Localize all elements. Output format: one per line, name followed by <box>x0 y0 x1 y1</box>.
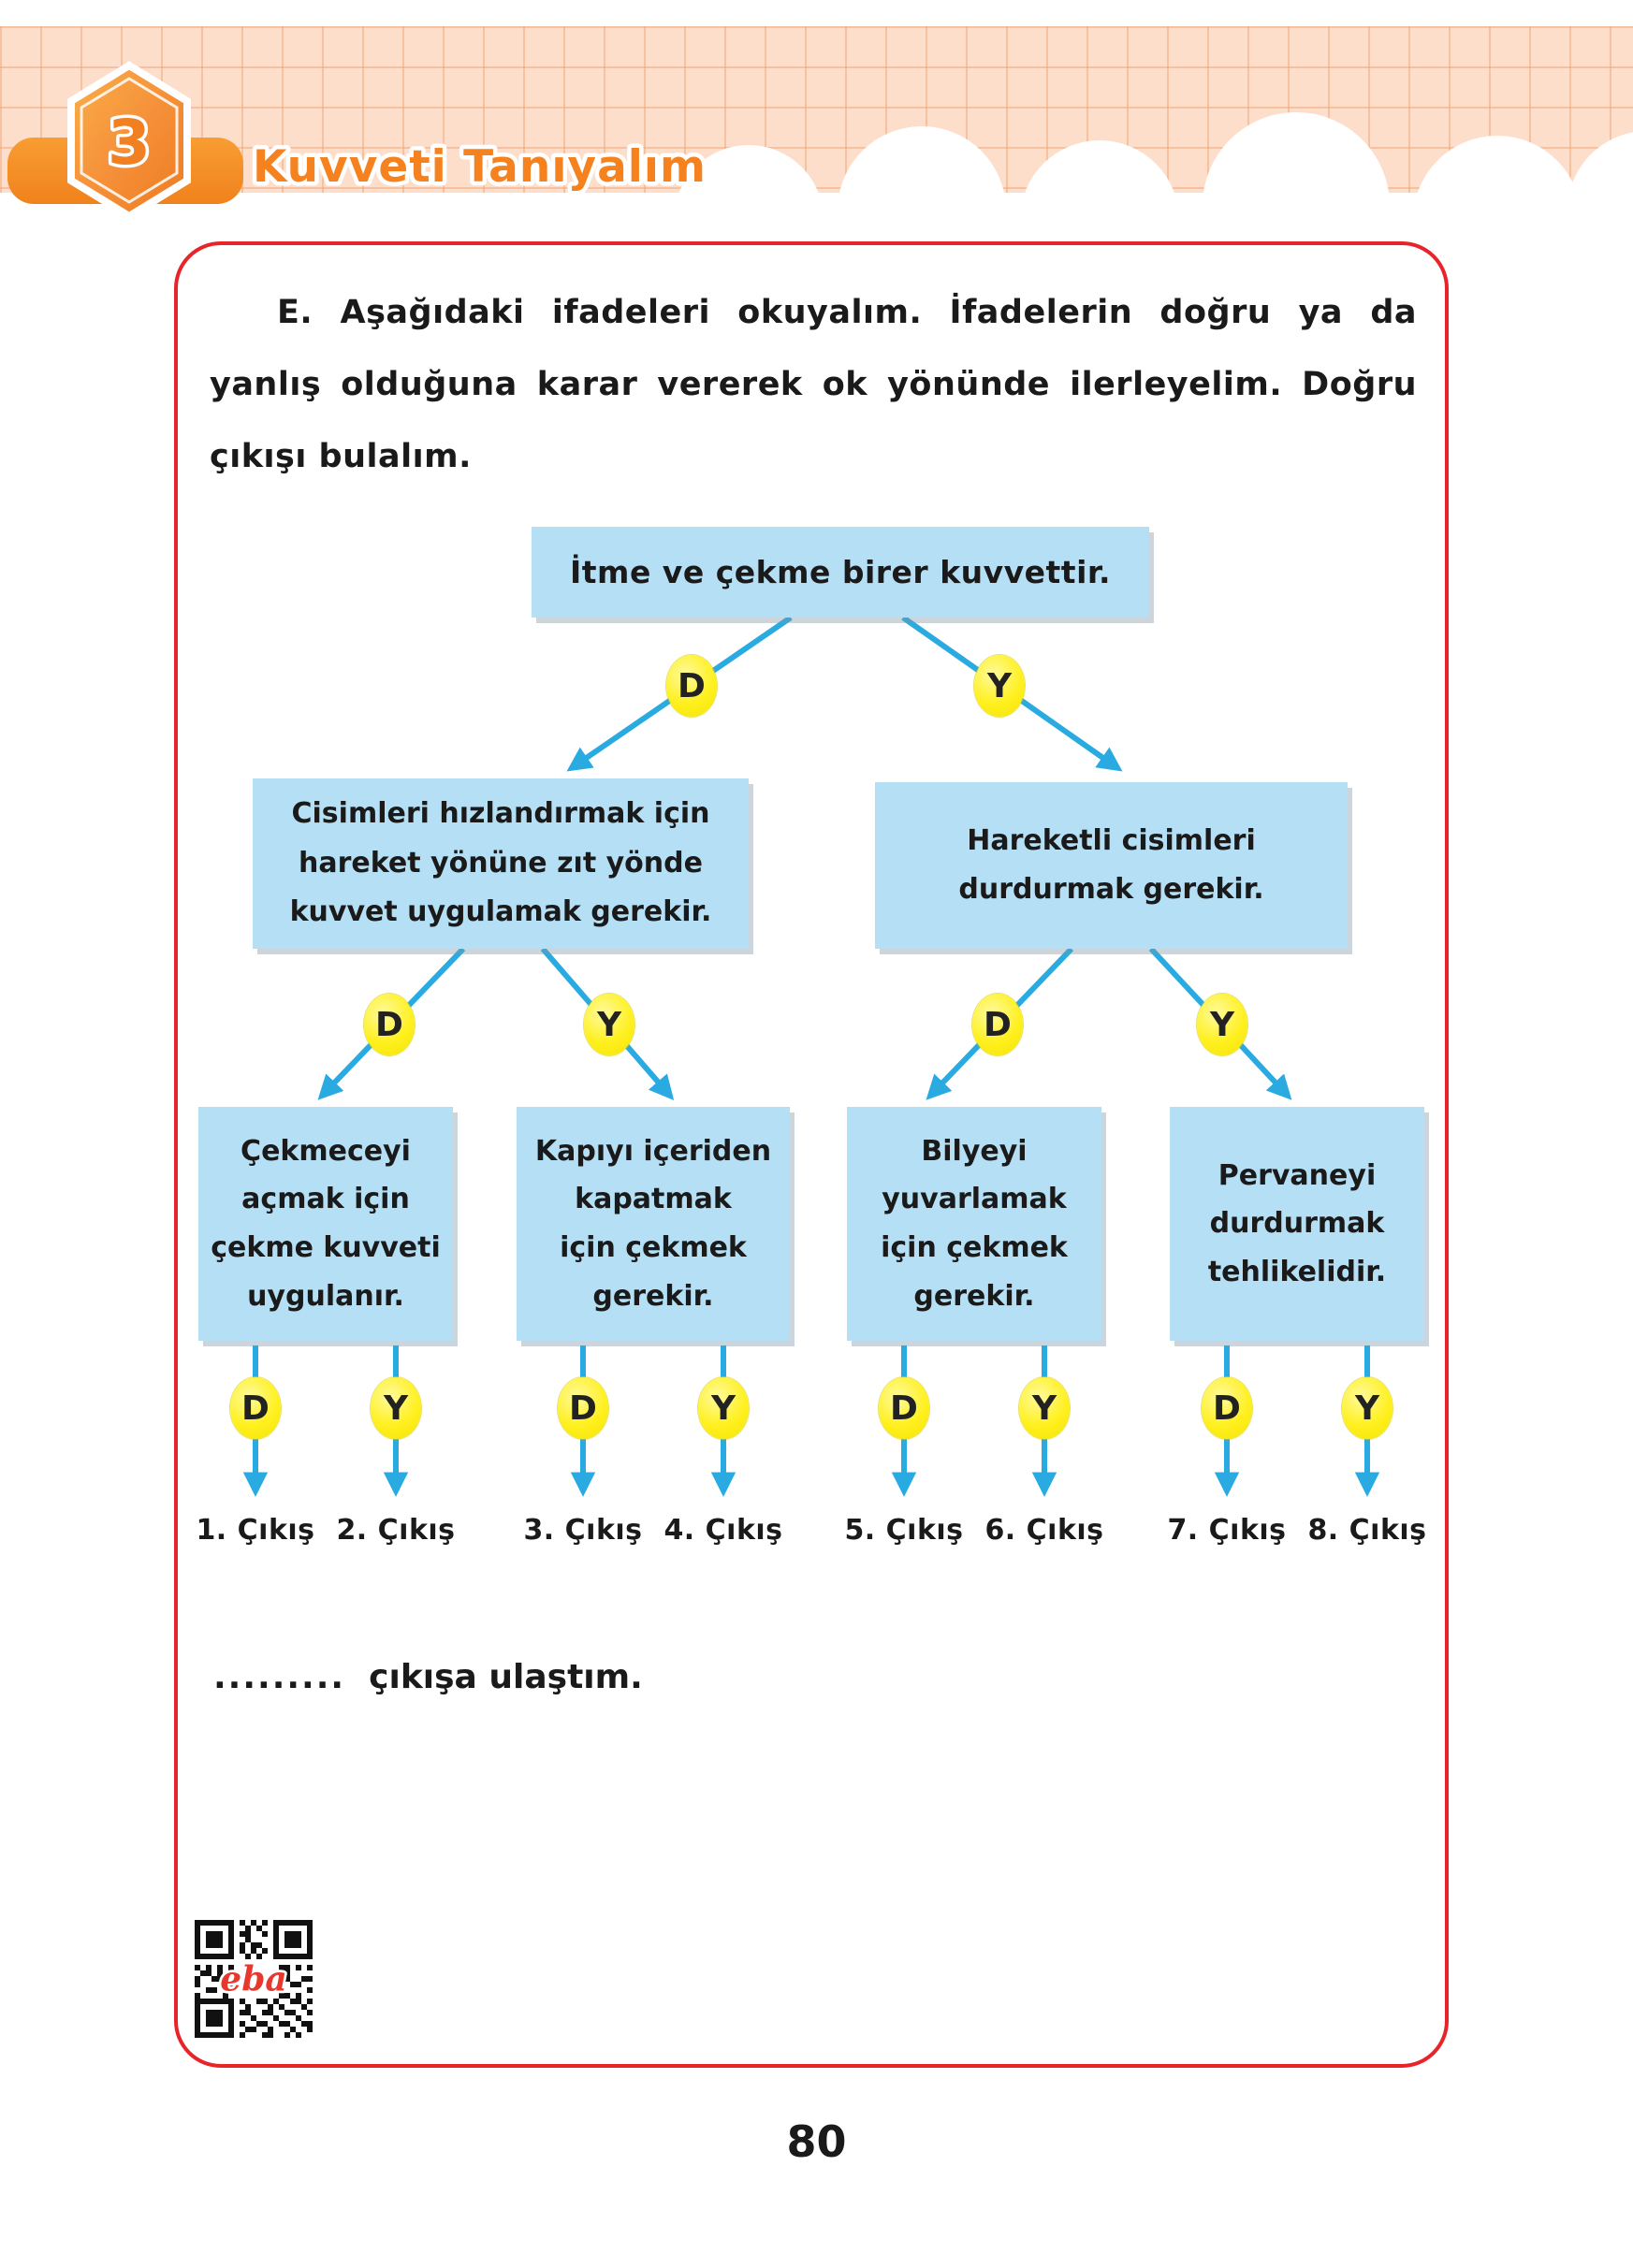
branch-badge-true: D <box>879 1377 929 1439</box>
instruction-line: çıkışı bulalım. <box>210 438 472 475</box>
flowchart-leaf-box-3: Bilyeyi yuvarlamak için çekmek gerekir. <box>847 1107 1101 1341</box>
branch-badge-false: Y <box>371 1377 421 1439</box>
lesson-title-graphic: Kuvveti Tanıyalım <box>249 138 710 197</box>
branch-badge-false: Y <box>1197 994 1247 1055</box>
flowchart-right-box: Hareketli cisimleri durdurmak gerekir. <box>875 782 1348 949</box>
exit-label-4: 4. Çıkış <box>663 1514 783 1547</box>
lesson-title: Kuvveti Tanıyalım <box>253 141 707 193</box>
flowchart-root-box: İtme ve çekme birer kuvvettir. <box>532 527 1149 618</box>
exit-label-2: 2. Çıkış <box>336 1514 456 1547</box>
branch-badge-true: D <box>1202 1377 1252 1439</box>
instruction-line: yanlış olduğuna karar vererek ok yönünde… <box>210 366 1417 403</box>
branch-badge-false: Y <box>1342 1377 1392 1439</box>
answer-blank: ......... <box>213 1658 346 1696</box>
unit-number-hexagon: 3 <box>67 61 191 221</box>
branch-badge-false: Y <box>584 994 634 1055</box>
answer-sentence: ......... çıkışa ulaştım. <box>213 1658 643 1696</box>
exit-label-8: 8. Çıkış <box>1307 1514 1427 1547</box>
flowchart-left-box: Cisimleri hızlandırmak için hareket yönü… <box>253 778 749 949</box>
branch-badge-true: D <box>558 1377 608 1439</box>
exit-label-5: 5. Çıkış <box>844 1514 964 1547</box>
qr-code: eba <box>195 1920 313 2038</box>
branch-badge-true: D <box>364 994 415 1055</box>
exit-label-6: 6. Çıkış <box>984 1514 1104 1547</box>
instruction-line: E. Aşağıdaki ifadeleri okuyalım. İfadele… <box>277 294 1417 331</box>
branch-badge-true: D <box>972 994 1023 1055</box>
exit-label-3: 3. Çıkış <box>523 1514 643 1547</box>
unit-number: 3 <box>108 107 151 179</box>
exit-label-1: 1. Çıkış <box>196 1514 315 1547</box>
flowchart-leaf-box-4: Pervaneyi durdurmak tehlikelidir. <box>1170 1107 1424 1341</box>
branch-badge-false: Y <box>974 655 1025 717</box>
page-number: 80 <box>786 2116 847 2167</box>
branch-badge-true: D <box>666 655 717 717</box>
branch-badge-true: D <box>230 1377 281 1439</box>
branch-badge-false: Y <box>698 1377 749 1439</box>
flowchart-leaf-box-2: Kapıyı içeriden kapatmak için çekmek ger… <box>517 1107 790 1341</box>
exit-label-7: 7. Çıkış <box>1167 1514 1287 1547</box>
qr-logo-text: eba <box>220 1960 286 1999</box>
answer-text: çıkışa ulaştım. <box>369 1658 643 1696</box>
branch-badge-false: Y <box>1019 1377 1070 1439</box>
flowchart-leaf-box-1: Çekmeceyi açmak için çekme kuvveti uygul… <box>198 1107 453 1341</box>
header-band <box>0 26 1633 193</box>
instructions: E. Aşağıdaki ifadeleri okuyalım. İfadele… <box>210 277 1417 493</box>
